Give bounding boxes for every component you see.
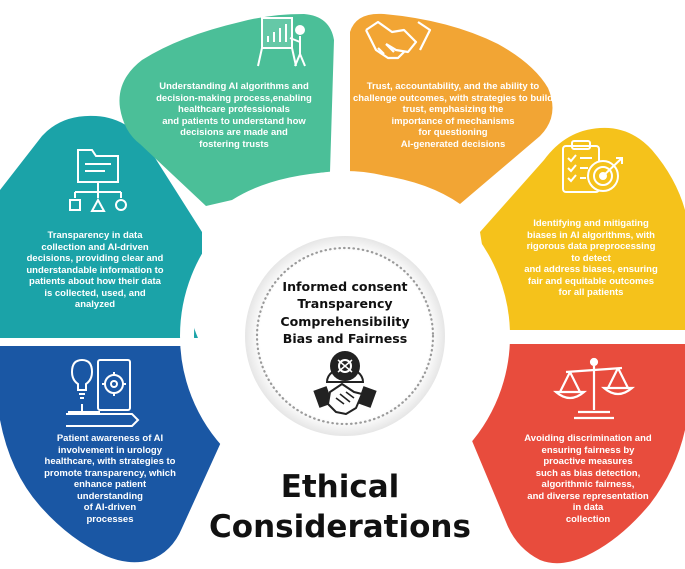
handshake-ai-icon	[313, 351, 377, 415]
petal-text-fairness: Avoiding discrimination and ensuring fai…	[524, 433, 652, 526]
center-label: Informed consent	[282, 279, 408, 294]
petal-text-bias-mitigation: Identifying and mitigating biases in AI …	[524, 218, 658, 299]
petal-bias-mitigation	[480, 127, 685, 330]
petal-text-data-transparency: Transparency in data collection and AI-d…	[26, 230, 164, 311]
balance-scale-icon	[553, 357, 635, 420]
title-line-1: Ethical	[280, 469, 400, 505]
diagram-title: Ethical Considerations	[205, 468, 475, 547]
center-label: Transparency	[297, 296, 393, 312]
center-label: Bias and Fairness	[282, 331, 408, 347]
petal-patient-awareness	[0, 346, 222, 563]
handshake-icon	[365, 20, 432, 60]
petal-algorithm-understanding	[119, 14, 334, 206]
idea-document-gear-icon	[66, 358, 140, 427]
petal-data-transparency	[0, 115, 202, 338]
presentation-board-icon	[257, 17, 306, 67]
folder-hierarchy-icon	[69, 149, 127, 212]
petal-text-algorithm-understanding: Understanding AI algorithms and decision…	[156, 81, 312, 150]
petal-trust-accountability	[350, 13, 553, 205]
petal-fairness	[470, 344, 685, 564]
checklist-target-icon	[562, 140, 623, 193]
center-dotted-ring	[255, 246, 435, 426]
petal-text-trust-accountability: Trust, accountability, and the ability t…	[352, 81, 554, 150]
title-line-2: Considerations	[209, 508, 471, 545]
petal-text-patient-awareness: Patient awareness of AI involvement in u…	[44, 433, 176, 526]
center-label: Comprehensibility	[280, 313, 410, 329]
center-labels: Informed consent Transparency Comprehens…	[262, 278, 428, 348]
